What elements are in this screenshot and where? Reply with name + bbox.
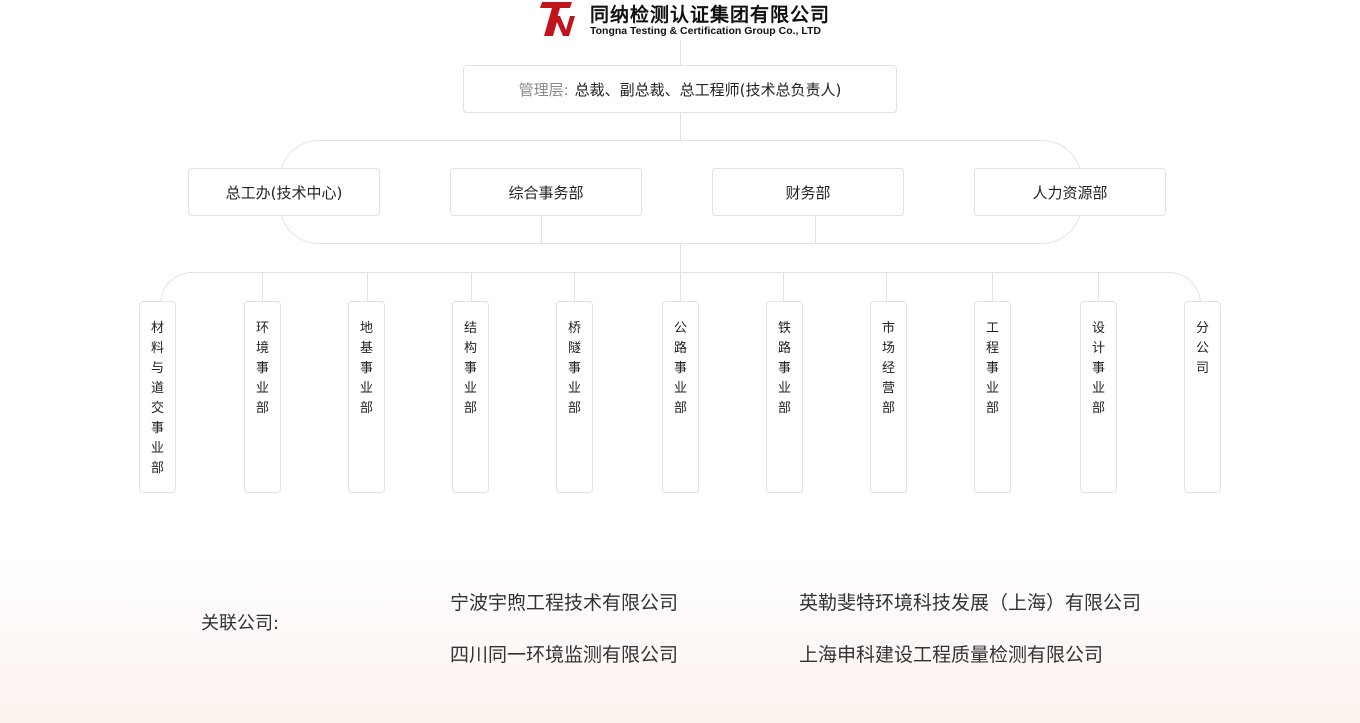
connector-line — [783, 273, 784, 301]
department-group-frame — [279, 140, 1082, 244]
related-companies-label: 关联公司: — [201, 613, 280, 634]
business-unit-box: 材料与道交事业部 — [139, 301, 176, 493]
business-unit-label: 工程事业部 — [986, 321, 1000, 416]
department-box: 综合事务部 — [450, 168, 642, 216]
business-unit-box: 结构事业部 — [452, 301, 489, 493]
business-unit-box: 公路事业部 — [662, 301, 699, 493]
connector-line — [815, 216, 816, 244]
business-unit-box: 市场经营部 — [870, 301, 907, 493]
business-unit-box: 设计事业部 — [1080, 301, 1117, 493]
business-unit-label: 地基事业部 — [360, 321, 374, 416]
related-company: 宁波宇煦工程技术有限公司 — [450, 592, 679, 614]
business-unit-box: 铁路事业部 — [766, 301, 803, 493]
department-label: 总工办(技术中心) — [225, 183, 343, 202]
business-unit-box: 分公司 — [1184, 301, 1221, 493]
business-unit-box: 环境事业部 — [244, 301, 281, 493]
related-company: 上海申科建设工程质量检测有限公司 — [799, 644, 1104, 666]
connector-line — [574, 273, 575, 301]
business-unit-box: 工程事业部 — [974, 301, 1011, 493]
management-label: 管理层: — [518, 80, 569, 99]
company-name-cn: 同纳检测认证集团有限公司 — [590, 4, 831, 26]
business-unit-label: 结构事业部 — [464, 321, 478, 416]
company-name-en: Tongna Testing & Certification Group Co.… — [590, 25, 821, 37]
business-unit-label: 桥隧事业部 — [568, 321, 582, 416]
connector-line — [992, 273, 993, 301]
management-text: 总裁、副总裁、总工程师(技术总负责人) — [574, 80, 842, 99]
connector-line — [471, 273, 472, 301]
related-company: 英勒斐特环境科技发展（上海）有限公司 — [799, 592, 1142, 614]
business-unit-label: 市场经营部 — [882, 321, 896, 416]
connector-line — [541, 216, 542, 244]
management-box: 管理层: 总裁、副总裁、总工程师(技术总负责人) — [463, 65, 897, 113]
connector-line — [680, 113, 681, 140]
connector-line — [262, 273, 263, 301]
department-box: 总工办(技术中心) — [188, 168, 380, 216]
department-label: 综合事务部 — [508, 183, 584, 202]
department-box: 人力资源部 — [974, 168, 1166, 216]
tn-logo-icon — [540, 2, 575, 36]
business-unit-label: 公路事业部 — [674, 321, 688, 416]
connector-line — [680, 40, 681, 65]
connector-line — [886, 273, 887, 301]
department-label: 人力资源部 — [1032, 183, 1108, 202]
business-unit-box: 地基事业部 — [348, 301, 385, 493]
business-unit-label: 环境事业部 — [256, 321, 270, 416]
business-unit-label: 分公司 — [1196, 321, 1210, 376]
business-unit-box: 桥隧事业部 — [556, 301, 593, 493]
connector-line — [367, 273, 368, 301]
department-label: 财务部 — [785, 183, 831, 202]
business-unit-label: 材料与道交事业部 — [151, 321, 165, 476]
related-company: 四川同一环境监测有限公司 — [450, 644, 679, 666]
connector-line — [1098, 273, 1099, 301]
business-unit-label: 铁路事业部 — [778, 321, 792, 416]
business-unit-label: 设计事业部 — [1092, 321, 1106, 416]
company-logo: 同纳检测认证集团有限公司 Tongna Testing & Certificat… — [538, 0, 831, 42]
department-box: 财务部 — [712, 168, 904, 216]
